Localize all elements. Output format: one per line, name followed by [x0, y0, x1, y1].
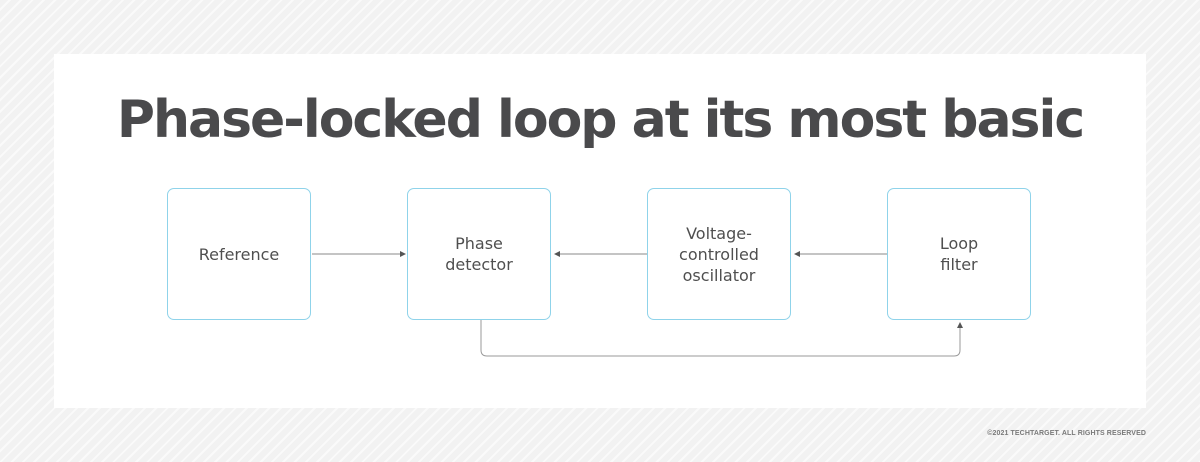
copyright-notice: ©2021 TECHTARGET. ALL RIGHTS RESERVED: [987, 430, 1146, 437]
block-vco: Voltage- controlled oscillator: [647, 188, 791, 320]
block-loop-filter: Loop filter: [887, 188, 1031, 320]
diagram-title: Phase-locked loop at its most basic: [116, 90, 1085, 150]
block-phase-detector: Phase detector: [407, 188, 551, 320]
block-reference: Reference: [167, 188, 311, 320]
arrow-phase-detector-to-loop-filter: [480, 320, 963, 357]
